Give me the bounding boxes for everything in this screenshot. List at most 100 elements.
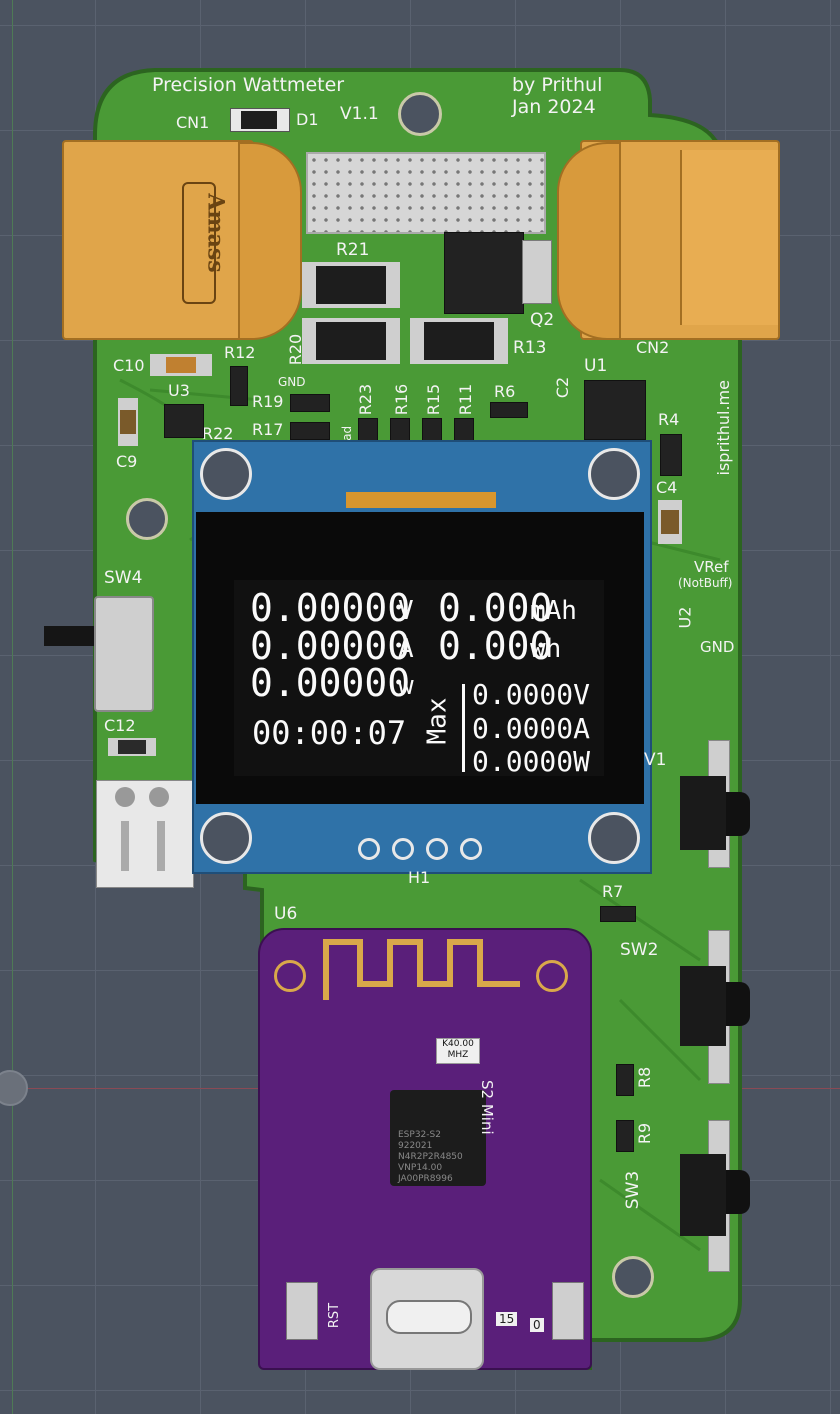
board-author: by Prithul bbox=[512, 74, 603, 96]
label-r19: R19 bbox=[252, 392, 284, 411]
oled-max-power: 0.0000W bbox=[472, 745, 591, 778]
oled-max-label: Max bbox=[422, 697, 453, 745]
ic-u1[interactable] bbox=[584, 380, 646, 440]
mosfet-q2[interactable] bbox=[444, 232, 524, 314]
label-cn1: CN1 bbox=[176, 113, 210, 132]
label-rst: RST bbox=[327, 1302, 343, 1329]
crystal-label: K40.00 MHZ bbox=[436, 1038, 480, 1064]
capacitor-c10[interactable] bbox=[150, 354, 212, 376]
oled-voltage-unit: V bbox=[398, 596, 414, 626]
oled-energy-unit: wh bbox=[530, 634, 562, 664]
sw2-button[interactable] bbox=[726, 982, 750, 1026]
label-r15: R15 bbox=[424, 383, 444, 416]
label-r17: R17 bbox=[252, 420, 284, 439]
sw4-lever[interactable] bbox=[44, 626, 100, 646]
label-gnd-right: GND bbox=[700, 638, 735, 656]
oled-pin-1 bbox=[358, 838, 380, 860]
label-c9: C9 bbox=[116, 452, 138, 471]
oled-energy: 0.000 bbox=[438, 624, 553, 668]
board-title: Precision Wattmeter bbox=[152, 74, 345, 96]
resistor-r20[interactable] bbox=[302, 318, 400, 364]
oled-flex-cable bbox=[346, 492, 496, 508]
esp32-chip: ESP32-S2 922021 N4R2P2R4850 VNP14.00 JA0… bbox=[390, 1090, 486, 1186]
label-r16: R16 bbox=[392, 383, 412, 416]
esp32-s2-mini[interactable]: ESP32-S2 922021 N4R2P2R4850 VNP14.00 JA0… bbox=[258, 928, 592, 1370]
s2-mini-label: S2 Mini bbox=[478, 1080, 496, 1135]
oled-hole-bl bbox=[200, 812, 252, 864]
resistor-r13[interactable] bbox=[410, 318, 508, 364]
label-r20: R20 bbox=[286, 333, 306, 366]
oled-current: 0.00000 bbox=[250, 624, 411, 668]
resistor-r4[interactable] bbox=[660, 434, 682, 476]
resistor-r6[interactable] bbox=[490, 402, 528, 418]
capacitor-c4[interactable] bbox=[658, 500, 682, 544]
label-u2: U2 bbox=[675, 606, 695, 629]
rst-button[interactable] bbox=[286, 1282, 318, 1340]
label-vref: VRef bbox=[694, 558, 729, 576]
oled-hole-br bbox=[588, 812, 640, 864]
label-sw2: SW2 bbox=[620, 940, 659, 960]
oled-capacity-unit: mAh bbox=[530, 596, 577, 626]
antenna bbox=[323, 939, 520, 1000]
boot-button[interactable] bbox=[552, 1282, 584, 1340]
label-u1: U1 bbox=[584, 356, 608, 376]
oled-divider bbox=[462, 684, 465, 772]
label-r9: R9 bbox=[635, 1122, 655, 1145]
y-axis-line bbox=[12, 0, 13, 1414]
label-r22: R22 bbox=[202, 424, 234, 443]
label-r12: R12 bbox=[224, 343, 256, 362]
sw3-button[interactable] bbox=[726, 1170, 750, 1214]
switch-sw3[interactable] bbox=[680, 1154, 726, 1236]
capacitor-c12[interactable] bbox=[108, 738, 156, 756]
label-d1: D1 bbox=[296, 110, 319, 129]
label-r4: R4 bbox=[658, 410, 680, 429]
usb-c-port[interactable] bbox=[370, 1268, 484, 1370]
resistor-r21[interactable] bbox=[302, 262, 400, 308]
oled-screen bbox=[196, 512, 644, 804]
board-date: Jan 2024 bbox=[512, 96, 596, 118]
label-u6: U6 bbox=[274, 904, 298, 924]
resistor-r7[interactable] bbox=[600, 906, 636, 922]
label-c10: C10 bbox=[113, 356, 145, 375]
oled-pin-4 bbox=[460, 838, 482, 860]
label-r21: R21 bbox=[336, 240, 370, 260]
label-r13: R13 bbox=[513, 338, 547, 358]
switch-sw1[interactable] bbox=[680, 776, 726, 850]
switch-sw2[interactable] bbox=[680, 966, 726, 1046]
resistor-r8[interactable] bbox=[616, 1064, 634, 1096]
label-h1: H1 bbox=[408, 868, 431, 887]
label-btn15: 15 bbox=[496, 1312, 518, 1326]
mounting-hole-bottom bbox=[612, 1256, 654, 1298]
label-sw3: SW3 bbox=[623, 1170, 644, 1210]
oled-pin-3 bbox=[426, 838, 448, 860]
connector-cn1[interactable]: Amass bbox=[62, 140, 302, 340]
battery-connector[interactable] bbox=[96, 780, 194, 888]
board-version: V1.1 bbox=[340, 104, 379, 124]
thermal-pad bbox=[306, 152, 546, 234]
chip-line-1: ESP32-S2 bbox=[398, 1130, 441, 1140]
esp-hole-right bbox=[536, 960, 568, 992]
oled-power: 0.00000 bbox=[250, 661, 411, 705]
sw1-button[interactable] bbox=[726, 792, 750, 836]
label-sw1: V1 bbox=[644, 750, 667, 770]
diode-d1[interactable] bbox=[230, 108, 290, 132]
oled-max-current: 0.0000A bbox=[472, 712, 591, 745]
website-label: isprithul.me bbox=[714, 380, 733, 476]
resistor-r9[interactable] bbox=[616, 1120, 634, 1152]
resistor-r17[interactable] bbox=[290, 422, 330, 440]
label-notbuff: (NotBuff) bbox=[678, 576, 733, 590]
capacitor-c9[interactable] bbox=[118, 398, 138, 446]
label-btn0: 0 bbox=[530, 1318, 544, 1332]
label-r23: R23 bbox=[356, 383, 376, 416]
resistor-r19[interactable] bbox=[290, 394, 330, 412]
switch-sw4[interactable] bbox=[94, 596, 154, 712]
label-cn2: CN2 bbox=[636, 338, 670, 357]
connector-cn2[interactable] bbox=[557, 140, 780, 340]
chip-line-3: N4R2P2R4850 bbox=[398, 1152, 463, 1162]
ic-u3[interactable] bbox=[164, 404, 204, 438]
oled-voltage: 0.00000 bbox=[250, 586, 411, 630]
label-gnd-top: GND bbox=[278, 375, 306, 389]
mounting-hole-left bbox=[126, 498, 168, 540]
resistor-r12[interactable] bbox=[230, 366, 248, 406]
label-r6: R6 bbox=[494, 382, 516, 401]
